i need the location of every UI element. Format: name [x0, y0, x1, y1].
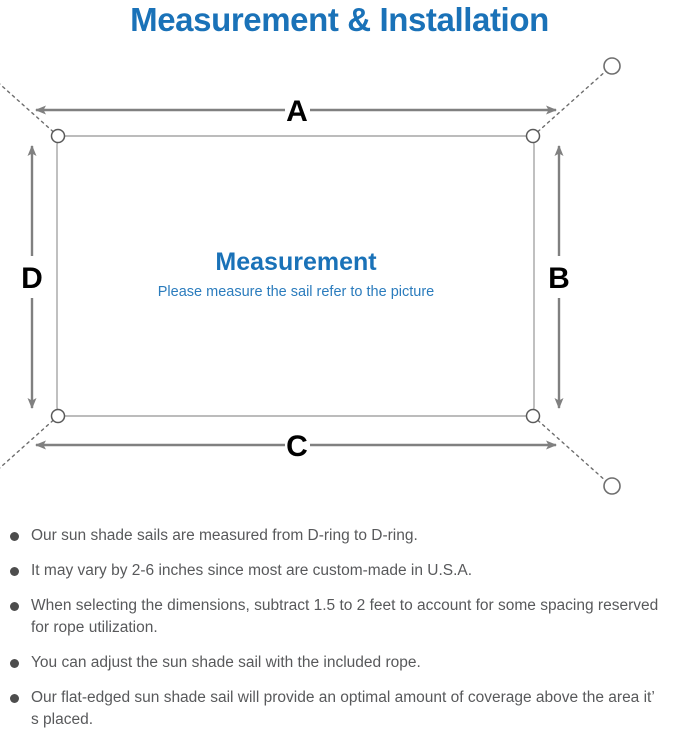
note-text: You can adjust the sun shade sail with t…: [31, 654, 421, 671]
d-ring-bottom-right: [525, 408, 541, 424]
bullet-icon: [10, 694, 19, 703]
list-item: Our flat-edged sun shade sail will provi…: [0, 687, 679, 731]
anchor-point-top-right: [603, 57, 621, 75]
diagram-center-title: Measurement: [215, 248, 377, 276]
rope-bottom-left: [0, 415, 59, 469]
dimension-label-c: C: [286, 430, 308, 463]
list-item: When selecting the dimensions, subtract …: [0, 595, 679, 639]
shade-sail-measurement-diagram: A C D B Measurement Please measure the s…: [0, 48, 679, 518]
bullet-icon: [10, 532, 19, 541]
notes-list: Our sun shade sails are measured from D-…: [0, 525, 679, 744]
diagram-center-subtitle: Please measure the sail refer to the pic…: [158, 284, 434, 300]
bullet-icon: [10, 659, 19, 668]
d-rings: [50, 128, 541, 424]
rope-top-left: [0, 83, 59, 137]
rope-bottom-right: [532, 415, 608, 483]
d-ring-top-right: [525, 128, 541, 144]
anchor-points: [603, 57, 621, 495]
bullet-icon: [10, 567, 19, 576]
note-text: When selecting the dimensions, subtract …: [31, 597, 659, 636]
list-item: It may vary by 2-6 inches since most are…: [0, 560, 679, 582]
sail-shape: [56, 135, 535, 417]
list-item: You can adjust the sun shade sail with t…: [0, 652, 679, 674]
rope-top-right: [532, 69, 608, 137]
list-item: Our sun shade sails are measured from D-…: [0, 525, 679, 547]
anchor-point-bottom-right: [603, 477, 621, 495]
dimension-label-d: D: [21, 262, 43, 295]
d-ring-bottom-left: [50, 408, 66, 424]
dimension-label-b: B: [548, 262, 570, 295]
note-text: Our flat-edged sun shade sail will provi…: [31, 689, 655, 728]
note-text: It may vary by 2-6 inches since most are…: [31, 562, 473, 579]
dimension-label-a: A: [286, 95, 308, 128]
bullet-icon: [10, 602, 19, 611]
page-title: Measurement & Installation: [130, 1, 549, 38]
d-ring-top-left: [50, 128, 66, 144]
note-text: Our sun shade sails are measured from D-…: [31, 527, 418, 544]
